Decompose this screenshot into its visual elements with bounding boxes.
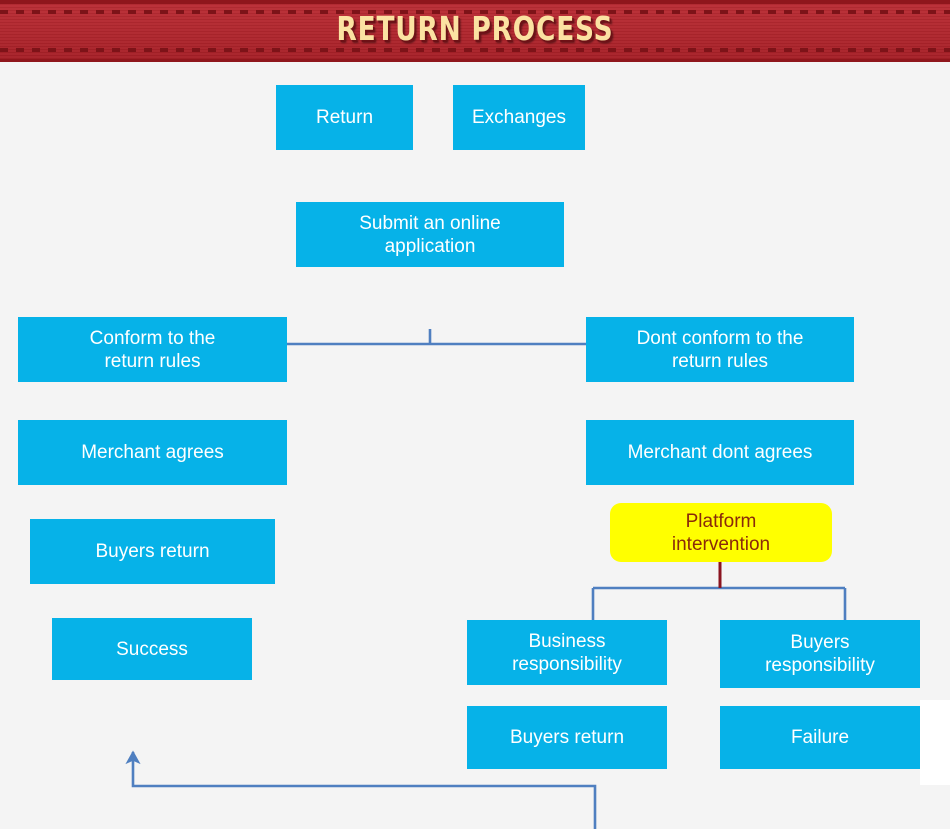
node-return[interactable]: Return bbox=[276, 85, 413, 150]
node-dont-conform-to-return-rules[interactable]: Dont conform to the return rules bbox=[586, 317, 854, 382]
banner-dashed-line-top bbox=[0, 10, 950, 14]
node-business-responsibility[interactable]: Business responsibility bbox=[467, 620, 667, 685]
banner-bottom-edge bbox=[0, 59, 950, 62]
node-success[interactable]: Success bbox=[52, 618, 252, 680]
node-submit-application[interactable]: Submit an online application bbox=[296, 202, 564, 267]
header-banner: RETURN PROCESS bbox=[0, 0, 950, 62]
flowchart-canvas: Return Exchanges Submit an online applic… bbox=[0, 62, 950, 829]
banner-dashed-line-bottom bbox=[0, 48, 950, 52]
node-failure[interactable]: Failure bbox=[720, 706, 920, 769]
page-title: RETURN PROCESS bbox=[336, 9, 614, 48]
node-platform-intervention[interactable]: Platform intervention bbox=[610, 503, 832, 562]
node-conform-to-return-rules[interactable]: Conform to the return rules bbox=[18, 317, 287, 382]
node-merchant-agrees[interactable]: Merchant agrees bbox=[18, 420, 287, 485]
banner-top-edge bbox=[0, 0, 950, 4]
node-buyers-responsibility[interactable]: Buyers responsibility bbox=[720, 620, 920, 688]
node-exchanges[interactable]: Exchanges bbox=[453, 85, 585, 150]
node-buyers-return-right[interactable]: Buyers return bbox=[467, 706, 667, 769]
white-edge-artifact bbox=[920, 700, 950, 785]
node-buyers-return-left[interactable]: Buyers return bbox=[30, 519, 275, 584]
node-merchant-dont-agrees[interactable]: Merchant dont agrees bbox=[586, 420, 854, 485]
